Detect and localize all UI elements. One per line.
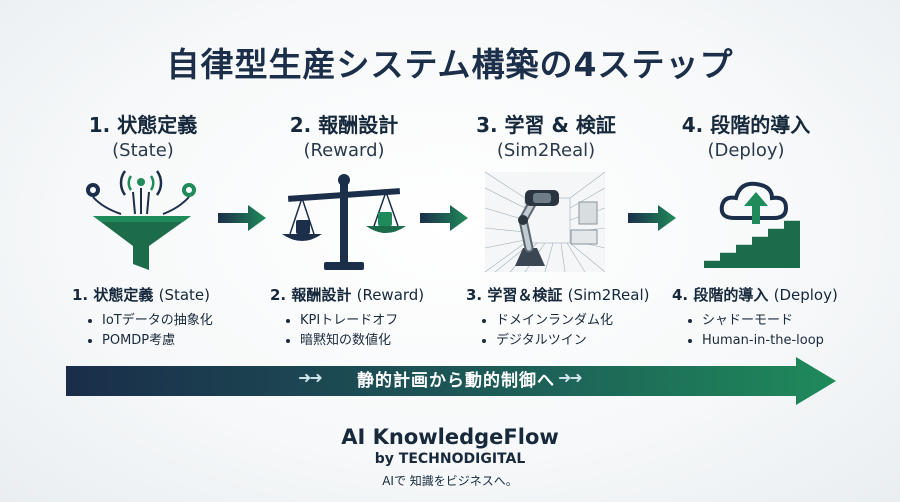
step-2-detail-title: 2. 報酬設計 (Reward) (270, 284, 470, 305)
step-3-heading-sub: (Sim2Real) (496, 140, 596, 161)
step-3-detail: 3. 学習＆検証 (Sim2Real) ドメインランダム化 デジタルツイン (466, 284, 666, 351)
step-1-heading-label: 1. 状態定義 (88, 113, 198, 137)
list-item: IoTデータの抽象化 (102, 311, 272, 331)
step-1-heading: 1. 状態定義 (State) (43, 112, 243, 164)
step-2-detail-label: 2. 報酬設計 (270, 286, 352, 304)
step-1-detail-title: 1. 状態定義 (State) (72, 284, 272, 305)
step-1-detail: 1. 状態定義 (State) IoTデータの抽象化 POMDP考慮 (72, 284, 272, 351)
brand-byline: by TECHNODIGITAL (374, 451, 526, 467)
step-1-bullets: IoTデータの抽象化 POMDP考慮 (72, 311, 272, 351)
step-4-heading-label: 4. 段階的導入 (681, 113, 811, 137)
step-4-detail: 4. 段階的導入 (Deploy) シャドーモード Human-in-the-l… (672, 284, 872, 351)
step-3-bullets: ドメインランダム化 デジタルツイン (466, 311, 666, 351)
page-title: 自律型生産システム構築の4ステップ (166, 45, 734, 84)
step-1-heading-sub: (State) (112, 140, 174, 161)
step-4-detail-paren: (Deploy) (773, 286, 838, 304)
step-4-detail-title: 4. 段階的導入 (Deploy) (672, 284, 872, 305)
step-2-heading-sub: (Reward) (303, 140, 385, 161)
step-4-bullets: シャドーモード Human-in-the-loop (672, 311, 872, 351)
step-2-detail-paren: (Reward) (356, 286, 425, 304)
step-4-heading: 4. 段階的導入 (Deploy) (646, 112, 846, 164)
step-3-detail-paren: (Sim2Real) (567, 286, 650, 304)
step-3-heading-label: 3. 学習 & 検証 (476, 113, 616, 137)
step-4-detail-label: 4. 段階的導入 (672, 286, 769, 304)
list-item: シャドーモード (702, 311, 872, 331)
step-1-detail-label: 1. 状態定義 (72, 286, 154, 304)
step-1-detail-paren: (State) (158, 286, 211, 304)
brand-name: AI KnowledgeFlow (341, 425, 559, 449)
step-arrow-3-icon (628, 205, 676, 231)
banner-text: 静的計画から動的制御へ (357, 371, 555, 391)
step-2-heading: 2. 報酬設計 (Reward) (244, 112, 444, 164)
step-arrow-2-icon (420, 205, 468, 231)
progress-banner-arrow (66, 357, 836, 405)
list-item: デジタルツイン (496, 331, 666, 351)
robot-arm-vr-icon (484, 171, 606, 273)
step-3-heading: 3. 学習 & 検証 (Sim2Real) (446, 112, 646, 164)
step-4-heading-sub: (Deploy) (707, 140, 785, 161)
balance-scale-icon (282, 174, 406, 270)
cloud-stairs-icon (704, 181, 800, 268)
step-2-heading-label: 2. 報酬設計 (289, 113, 399, 137)
list-item: KPIトレードオフ (300, 311, 470, 331)
list-item: ドメインランダム化 (496, 311, 666, 331)
list-item: POMDP考慮 (102, 331, 272, 351)
step-3-detail-label: 3. 学習＆検証 (466, 286, 563, 304)
banner-chevrons-right-icon: ➜➜ (558, 368, 583, 387)
step-2-detail: 2. 報酬設計 (Reward) KPIトレードオフ 暗黙知の数値化 (270, 284, 470, 351)
step-3-detail-title: 3. 学習＆検証 (Sim2Real) (466, 284, 666, 305)
step-arrow-1-icon (218, 205, 266, 231)
list-item: Human-in-the-loop (702, 331, 872, 351)
banner-chevrons-left-icon: ➜➜ (298, 368, 323, 387)
brand-tagline: AIで 知識をビジネスへ。 (382, 474, 518, 488)
list-item: 暗黙知の数値化 (300, 331, 470, 351)
step-2-bullets: KPIトレードオフ 暗黙知の数値化 (270, 311, 470, 351)
funnel-sensor-icon (86, 170, 196, 270)
